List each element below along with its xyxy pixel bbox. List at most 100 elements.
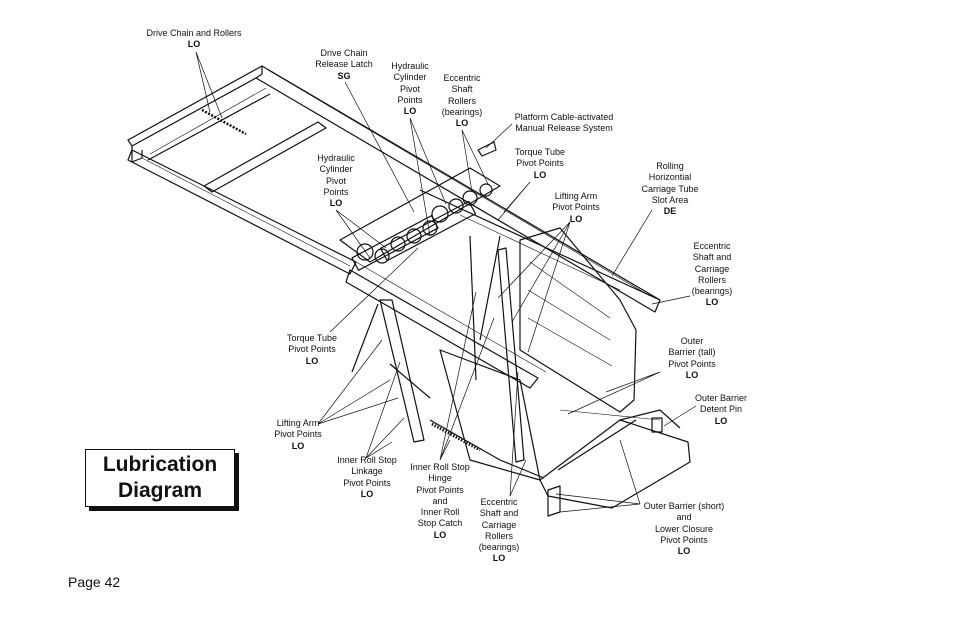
label-line: Drive Chain <box>320 48 368 58</box>
label-line: Manual Release System <box>515 123 613 134</box>
label-line: Outer Barrier <box>694 393 748 403</box>
lubricant-code: LO <box>433 529 447 540</box>
label-line: Pivot Points <box>416 484 464 495</box>
label-line: and <box>676 512 692 523</box>
label-line: Slot Area <box>651 194 689 205</box>
label-line: Eccentric <box>480 497 518 507</box>
label-line: Pivot Points <box>660 534 708 545</box>
label-line: Lifting Arm <box>554 191 598 201</box>
label-line: Carriage <box>481 519 517 530</box>
label-line: Shaft <box>451 84 473 95</box>
label-line: Rolling <box>656 161 684 171</box>
title-box: Lubrication Diagram <box>85 449 235 507</box>
label-line: Drive Chain and Rollers <box>146 28 242 38</box>
label-line: Cylinder <box>393 72 427 83</box>
label-line: Points <box>323 186 349 197</box>
label-line: Pivot <box>399 83 421 94</box>
label-line: Barrier (tall) <box>668 347 716 358</box>
label-line: Pivot Points <box>274 429 322 440</box>
lubricant-code: LO <box>329 198 343 209</box>
label-line: Outer Barrier (short) <box>643 501 725 511</box>
label-line: Pivot Points <box>552 202 600 213</box>
lubricant-code: DE <box>663 206 677 217</box>
lubricant-code: LO <box>187 39 201 50</box>
hydraulic-assembly <box>339 167 501 271</box>
label-line: (bearings) <box>478 542 520 553</box>
lubricant-code: LO <box>569 213 583 224</box>
label-line: Horizontial <box>648 172 692 183</box>
lubricant-code: LO <box>360 488 374 499</box>
label-line: Eccentric <box>443 73 481 83</box>
label-line: Eccentric <box>693 241 731 251</box>
lubricant-code: SG <box>337 70 351 81</box>
lubricant-code: LO <box>705 297 719 308</box>
platform-base <box>439 349 541 481</box>
label-line: Hydraulic <box>317 153 355 163</box>
label-line: Stop Catch <box>417 518 463 529</box>
label-line: and <box>432 495 448 506</box>
lubricant-code: LO <box>685 369 699 380</box>
label-line: Torque Tube <box>286 333 338 343</box>
label-line: Release Latch <box>315 59 373 70</box>
label-line: Inner Roll Stop <box>410 462 470 472</box>
label-line: Rollers <box>447 95 476 106</box>
lubricant-code: LO <box>403 106 417 117</box>
label-line: Pivot Points <box>516 158 564 169</box>
lifting-arm-right <box>497 247 525 463</box>
lubricant-code: LO <box>305 355 319 366</box>
label-line: Pivot Points <box>288 344 336 355</box>
label-line: Inner Roll Stop <box>337 455 397 465</box>
label-line: Carriage <box>694 263 730 274</box>
lubricant-code: LO <box>291 440 305 451</box>
lower-rail <box>345 269 539 389</box>
label-line: Shaft and <box>479 508 519 519</box>
title-line-2: Diagram <box>117 479 203 502</box>
lubricant-code: LO <box>677 546 691 557</box>
label-line: Detent Pin <box>699 404 743 415</box>
label-line: Shaft and <box>692 252 732 263</box>
label-line: (bearings) <box>691 286 733 297</box>
label-line: Linkage <box>351 466 383 477</box>
label-line: Platform Cable-activated <box>514 112 614 122</box>
label-line: Rollers <box>484 530 513 541</box>
drive-chain <box>201 108 247 136</box>
outer-barrier-panel <box>519 227 637 413</box>
label-line: (bearings) <box>441 106 483 117</box>
lubricant-code: LO <box>714 415 728 426</box>
label-line: Lifting Arm <box>276 418 320 428</box>
lubricant-code: LO <box>455 118 469 129</box>
label-line: Pivot Points <box>343 477 391 488</box>
page-number: Page 42 <box>68 574 121 590</box>
label-line: Pivot <box>325 175 347 186</box>
label-line: Outer <box>680 336 704 346</box>
lubricant-code: LO <box>492 553 506 564</box>
lubricant-code: LO <box>533 169 547 180</box>
carriage-frame-left-rail <box>127 149 357 275</box>
label-line: Hinge <box>428 473 452 484</box>
label-line: Pivot Points <box>668 358 716 369</box>
label-line: Torque Tube <box>514 147 566 157</box>
lifting-arm-left <box>379 299 425 443</box>
label-line: Cylinder <box>319 164 353 175</box>
label-line: Inner Roll <box>420 507 460 518</box>
label-line: Lower Closure <box>654 523 714 534</box>
label-line: Carriage Tube <box>641 183 699 194</box>
title-line-1: Lubrication <box>102 453 218 476</box>
